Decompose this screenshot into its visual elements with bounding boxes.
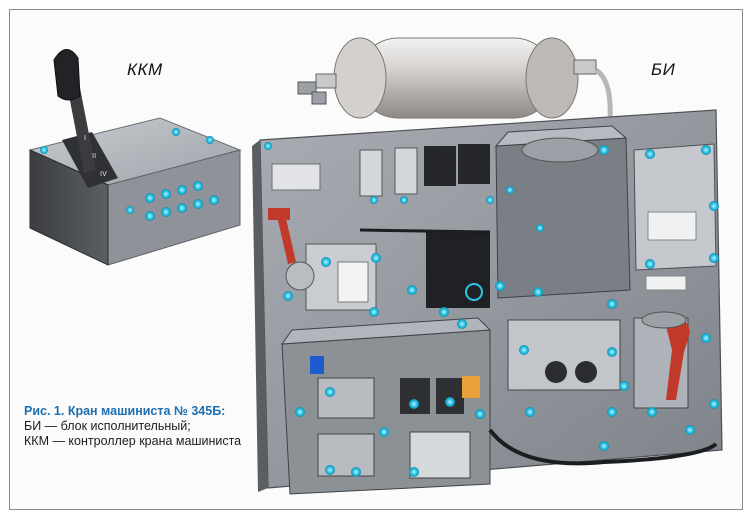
svg-text:IV: IV [100, 170, 107, 178]
kkm-controller: I II IV [28, 49, 242, 266]
caption-line-bi: БИ — блок исполнительный; [24, 419, 191, 433]
bi-executive-block [252, 109, 723, 495]
air-reservoir [297, 37, 620, 154]
kkm-label: ККМ [127, 60, 163, 79]
caption-title: Рис. 1. Кран машиниста № 345Б: [24, 404, 226, 418]
bi-label: БИ [651, 60, 676, 79]
svg-text:I: I [84, 134, 86, 142]
caption-line-kkm: ККМ — контроллер крана машиниста [24, 434, 242, 448]
figure-caption: Рис. 1. Кран машиниста № 345Б: БИ — блок… [24, 404, 248, 449]
svg-text:II: II [92, 152, 96, 160]
